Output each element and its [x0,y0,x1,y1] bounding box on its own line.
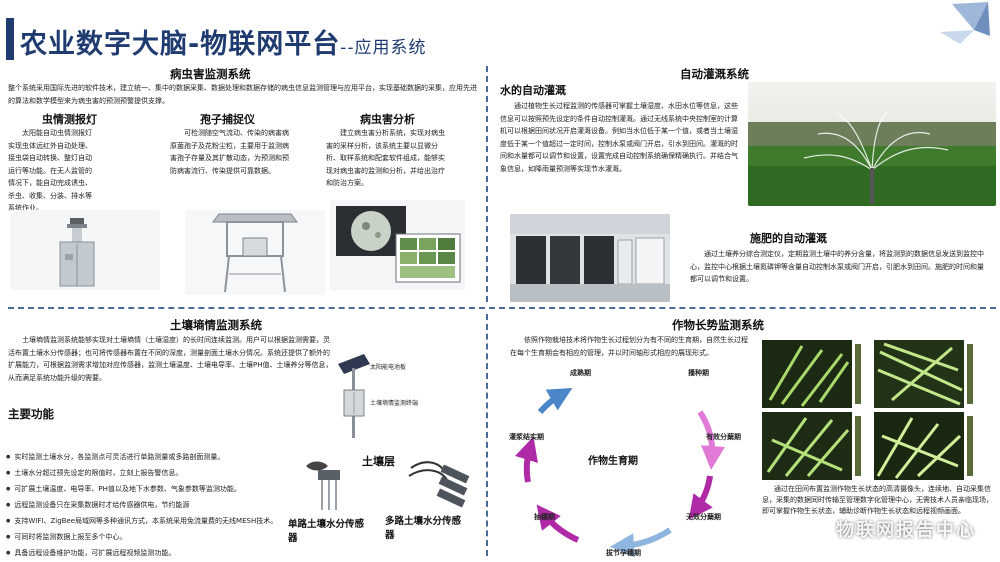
corner-decoration-icon [940,2,990,44]
title-accent-bar [6,18,14,60]
section-divider-horizontal [8,307,996,309]
soil-intro-text: 土壤墒情监测系统能够实现对土壤墒情（土壤湿度）的长时间连续监测。用户可以根据监测… [8,336,333,382]
soil-monitoring-station [338,354,370,438]
growth-intro-text: 依照作物栽培技术将作物生长过程划分为有不同的生育期，自然生长过程在每个生育期会有… [510,336,748,357]
pest-intro-text: 整个系统采用国际先进的软件技术，建立统一、集中的数据采集、数据处理和数据存储的病… [8,84,477,105]
growth-stage-label: 无效分蘖期 [686,513,721,521]
growth-stage-label: 灌浆结实期 [509,433,544,441]
pest-section-title: 病虫害监测系统 [170,67,251,81]
pest-spore-title: 孢子捕捉仪 [200,113,255,126]
water-irrigation-text: 通过植物生长过程监测的传感器可掌握土壤湿度、水田水位等信息，这些信息可以按照预先… [500,102,738,173]
solar-panel-label: 太阳能电池板 [370,364,407,371]
growth-stage-label: 播种期 [688,369,709,377]
page-title: 农业数字大脑-物联网平台--应用系统 [20,22,427,61]
growth-stage-label: 拔节孕穗期 [606,549,641,557]
page-title-main: 农业数字大脑-物联网平台 [20,29,341,60]
soil-functions-title: 主要功能 [8,407,54,421]
section-divider-vertical-bottom [486,314,488,556]
soil-function-item: 土壤水分超过预先设定的限值时，立刻上报告警信息。 [6,465,277,481]
soil-function-item: 可扩展土壤温度、电导率、PH值以及地下水参数、气象参数等监测功能。 [6,481,277,497]
soil-function-item: 支持WIFI、ZigBee局域网等多种通讯方式，本系统采用免流量费的无线MESH… [6,513,277,529]
soil-section-title: 土壤墒情监测系统 [170,318,262,332]
water-irrigation-title: 水的自动灌溉 [500,84,566,97]
growth-stage-label: 抽穗期 [534,513,555,521]
crop-image-grid [762,340,973,480]
pest-analysis-photo [330,200,465,290]
pest-spore-text: 可检测随空气流动、传染的病害病原菌孢子及花粉尘粒，主要用于监测病害孢子存量及其扩… [170,129,289,175]
sprinkler-field-photo [748,82,996,206]
multi-sensor-image [408,461,470,508]
soil-function-item: 可同时将监测数据上报至多个中心。 [6,529,277,545]
growth-stage-label: 有效分蘖期 [706,433,741,441]
terminal-label: 土壤墒情监测终端 [370,400,419,407]
irrigation-section-title: 自动灌溉系统 [680,67,749,81]
soil-functions-list: 实时监测土壤水分，各监测点可灵活进行单路测量或多路剖面测量。 土壤水分超过预先设… [6,449,277,561]
soil-layer-label: 土壤层 [362,455,395,468]
pest-analysis-text: 建立病虫害分析系统，实现对病虫害的采样分析，该系统主要以显微分析、取样系统和配套… [326,129,445,187]
multi-sensor-label: 多路土壤水分传感器 [385,516,462,541]
fertilizer-irrigation-text: 通过土壤养分综合测定仪，定期监测土壤中的养分含量，将监测到的数据信息发送到监控中… [690,250,984,283]
page-subtitle: --应用系统 [340,38,427,58]
fertilizer-irrigation-title: 施肥的自动灌溉 [750,232,827,245]
section-divider-vertical-top [486,66,488,302]
growth-cycle-diagram [515,387,725,558]
single-sensor-label: 单路土壤水分传感器 [288,519,365,544]
soil-function-item: 具备远程设备维护功能，可扩展远程视频监测功能。 [6,545,277,561]
soil-function-item: 实时监测土壤水分，各监测点可灵活进行单路测量或多路剖面测量。 [6,449,277,465]
growth-photo-text: 通过在田间布置监测作物生长状态的高清摄像头，连续地、自动采集信息，采集的数据同时… [762,485,993,515]
growth-stage-label: 成熟期 [570,369,591,377]
soil-function-item: 远程监测设备只在采集数据时才给传感器供电，节约能源 [6,497,277,513]
insect-lamp-photo [10,210,160,290]
growth-section-title: 作物长势监测系统 [672,318,764,332]
pump-room-photo [510,214,670,302]
growth-cycle-center-label: 作物生育期 [588,456,638,467]
pest-lamp-title: 虫情测报灯 [42,113,97,126]
spore-trap-photo [185,210,325,295]
single-sensor-image [306,461,340,510]
watermark: 物联网报告中心 [836,520,976,541]
pest-analysis-title: 病虫害分析 [360,113,415,126]
pest-lamp-text: 太阳能自动虫情测报灯实现虫体远红外自动处理、接虫袋自动转换、整灯自动运行等功能。… [8,129,92,212]
